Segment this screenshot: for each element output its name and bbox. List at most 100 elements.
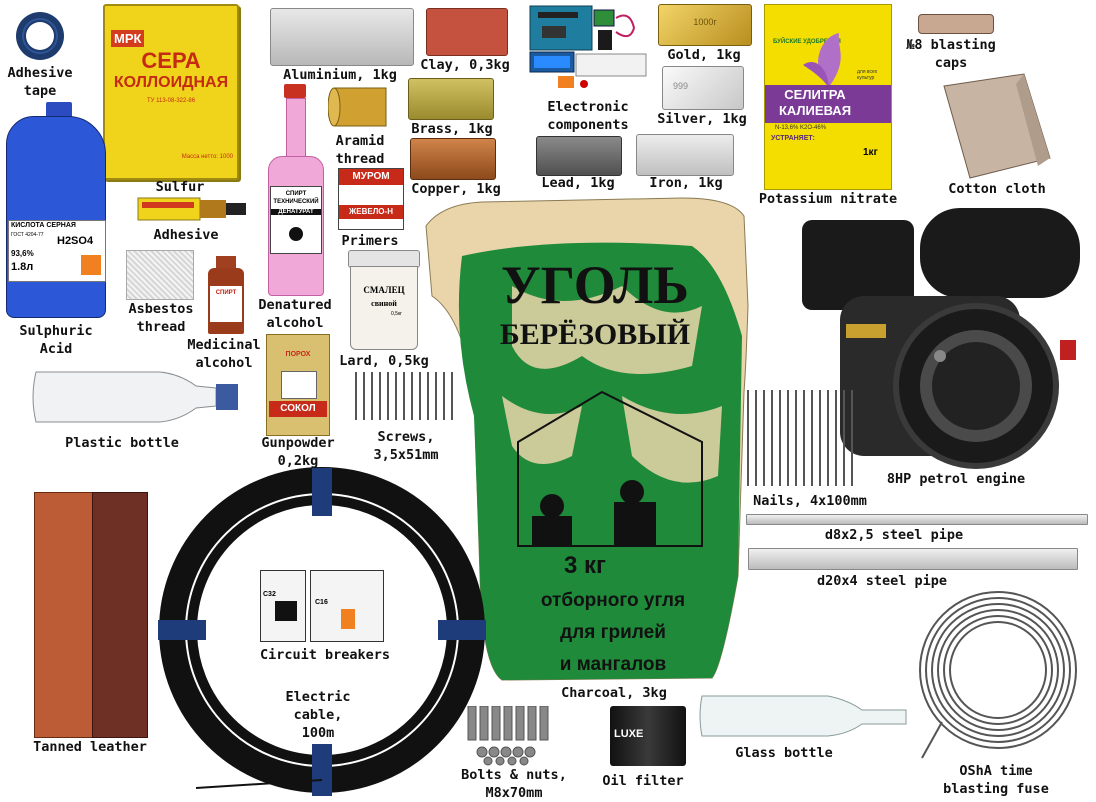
med-cap xyxy=(216,256,236,268)
sulphuric-label: Sulphuric Acid xyxy=(19,323,93,357)
electronic-components-icon[interactable] xyxy=(528,4,648,96)
breaker-b-switch xyxy=(341,609,355,629)
medicinal-alcohol-bottle[interactable]: СПИРТ xyxy=(206,256,246,336)
glass-bottle-label: Glass bottle xyxy=(735,745,833,761)
plastic-bottle-icon[interactable] xyxy=(30,364,242,430)
potassium-label: Potassium nitrate xyxy=(758,191,898,207)
potassium-brand: БУЙСКИЕ УДОБРЕНИЯ xyxy=(773,39,841,45)
engine-label: 8HP petrol engine xyxy=(886,471,1026,487)
aramid-thread-icon[interactable] xyxy=(328,84,388,132)
nails-icon[interactable] xyxy=(744,386,862,490)
alcohol-line2: ТЕХНИЧЕСКИЙ xyxy=(273,199,319,205)
adhesive-tape-icon[interactable] xyxy=(12,8,68,64)
steel-pipe-large[interactable] xyxy=(748,548,1078,570)
breaker-a-text: C32 xyxy=(263,591,276,598)
fuse-label: OShA time blasting fuse xyxy=(943,763,1049,797)
iron-label: Iron, 1kg xyxy=(649,175,723,191)
sulfur-mass: Масса нетто: 1000 xyxy=(181,154,233,160)
leaf-icon xyxy=(803,33,841,87)
potassium-mass: 1кг xyxy=(863,147,878,158)
sulfur-line1: СЕРА xyxy=(141,48,201,73)
gold-label: Gold, 1kg xyxy=(667,47,741,63)
lard-line2: свиной xyxy=(371,299,397,308)
leather-right xyxy=(92,492,148,738)
primers-box[interactable]: МУРОМ ЖЕВЕЛО-Н xyxy=(338,168,404,230)
acid-label-panel: КИСЛОТА СЕРНАЯ ГОСТ 4204-77 H2SO4 93,6% … xyxy=(8,220,106,282)
acid-formula: H2SO4 xyxy=(57,235,94,247)
med-label-panel: СПИРТ xyxy=(210,286,242,322)
leather-label: Tanned leather xyxy=(33,739,147,755)
electric-cable-icon[interactable] xyxy=(156,466,488,796)
charcoal-label: Charcoal, 3kg xyxy=(561,685,667,701)
silver-bar[interactable]: 999 xyxy=(662,66,744,110)
copper-bar[interactable] xyxy=(410,138,496,180)
oil-filter[interactable]: LUXE xyxy=(610,706,686,766)
clay-block[interactable] xyxy=(426,8,508,56)
gunpowder-can[interactable]: ПОРОХ СОКОЛ xyxy=(266,334,330,436)
blasting-fuse-icon[interactable] xyxy=(912,582,1082,762)
gold-bar[interactable]: 1000г xyxy=(658,4,752,46)
denatured-alcohol-bottle[interactable]: СПИРТ ТЕХНИЧЕСКИЙ ДЕНАТУРАТ xyxy=(266,84,324,296)
blasting-cap[interactable] xyxy=(918,14,994,34)
circuit-label: Circuit breakers xyxy=(259,647,391,663)
sulfur-brand: МРК xyxy=(111,30,145,47)
alcohol-line1: СПИРТ xyxy=(285,191,307,197)
tanned-leather[interactable] xyxy=(34,492,148,738)
charcoal-bag-icon[interactable] xyxy=(422,196,752,682)
charcoal-line1: УГОЛЬ xyxy=(501,255,689,315)
lead-label: Lead, 1kg xyxy=(541,175,615,191)
pipe-small-label: d8x2,5 steel pipe xyxy=(824,527,964,543)
alcohol-neck xyxy=(286,98,306,160)
oil-brand: LUXE xyxy=(614,728,644,740)
alcohol-cap xyxy=(284,84,306,98)
iron-bar[interactable] xyxy=(636,134,734,176)
potassium-banner xyxy=(765,85,891,123)
med-alcohol-text: СПИРТ xyxy=(215,290,237,296)
acid-gost: ГОСТ 4204-77 xyxy=(11,232,44,238)
potassium-line2: КАЛИЕВАЯ xyxy=(778,103,852,118)
adhesive-tube-icon[interactable] xyxy=(136,194,248,224)
sulphuric-acid-jug[interactable]: КИСЛОТА СЕРНАЯ ГОСТ 4204-77 H2SO4 93,6% … xyxy=(6,102,106,318)
glass-bottle-icon[interactable] xyxy=(698,692,910,740)
primer-name: ЖЕВЕЛО-Н xyxy=(339,205,403,219)
corrosive-icon xyxy=(81,255,101,275)
charcoal-line3: 3 кг xyxy=(563,552,607,579)
charcoal-line6: и мангалов xyxy=(559,654,667,675)
petrol-engine-icon[interactable] xyxy=(800,206,1090,470)
blasting-caps-label: №8 blasting caps xyxy=(906,37,996,71)
potassium-line1: СЕЛИТРА xyxy=(784,87,846,102)
potassium-fix: УСТРАНЯЕТ: xyxy=(771,135,815,142)
steel-pipe-small[interactable] xyxy=(746,514,1088,525)
denatured-label: Denatured alcohol xyxy=(258,297,332,331)
falcon-icon xyxy=(281,371,317,399)
lard-jar[interactable]: СМАЛЕЦ свиной 0,5кг xyxy=(348,250,420,350)
clay-label: Clay, 0,3kg xyxy=(420,57,510,73)
alcohol-label-panel: СПИРТ ТЕХНИЧЕСКИЙ ДЕНАТУРАТ xyxy=(270,186,322,254)
lead-bar[interactable] xyxy=(536,136,622,176)
powder-name: СОКОЛ xyxy=(269,401,327,417)
aluminium-bar[interactable] xyxy=(270,8,414,66)
plastic-bottle-label: Plastic bottle xyxy=(65,435,179,451)
brass-bar[interactable] xyxy=(408,78,494,120)
lard-label: Lard, 0,5kg xyxy=(339,353,429,369)
potassium-nitrate-bag[interactable]: БУЙСКИЕ УДОБРЕНИЯ СЕЛИТРА КАЛИЕВАЯ для в… xyxy=(764,4,892,190)
charcoal-line5: для грилей xyxy=(560,622,666,643)
circuit-breakers[interactable]: C32 C16 xyxy=(258,570,384,642)
aramid-label: Aramid thread xyxy=(335,133,385,167)
electronic-label: Electronic components xyxy=(547,99,629,133)
primer-brand: МУРОМ xyxy=(339,169,403,185)
sulfur-line2: КОЛЛОИДНАЯ xyxy=(113,74,229,91)
primers-label: Primers xyxy=(341,233,399,249)
asbestos-thread[interactable] xyxy=(126,250,194,300)
potassium-comp: N-13,6% K2O-46% xyxy=(775,125,827,131)
bolts-nuts-icon[interactable] xyxy=(466,706,558,766)
sulfur-box[interactable]: МРК СЕРА КОЛЛОИДНАЯ ТУ 113-08-322-86 Мас… xyxy=(103,4,239,180)
alcohol-line3: ДЕНАТУРАТ xyxy=(271,209,321,215)
breaker-b: C16 xyxy=(310,570,384,642)
cotton-cloth-icon[interactable] xyxy=(942,72,1052,180)
screws-icon[interactable] xyxy=(352,368,456,424)
acid-cap xyxy=(46,102,72,118)
cotton-label: Cotton cloth xyxy=(948,181,1046,197)
adhesive-label: Adhesive xyxy=(153,227,219,243)
pipe-large-label: d20x4 steel pipe xyxy=(816,573,948,589)
